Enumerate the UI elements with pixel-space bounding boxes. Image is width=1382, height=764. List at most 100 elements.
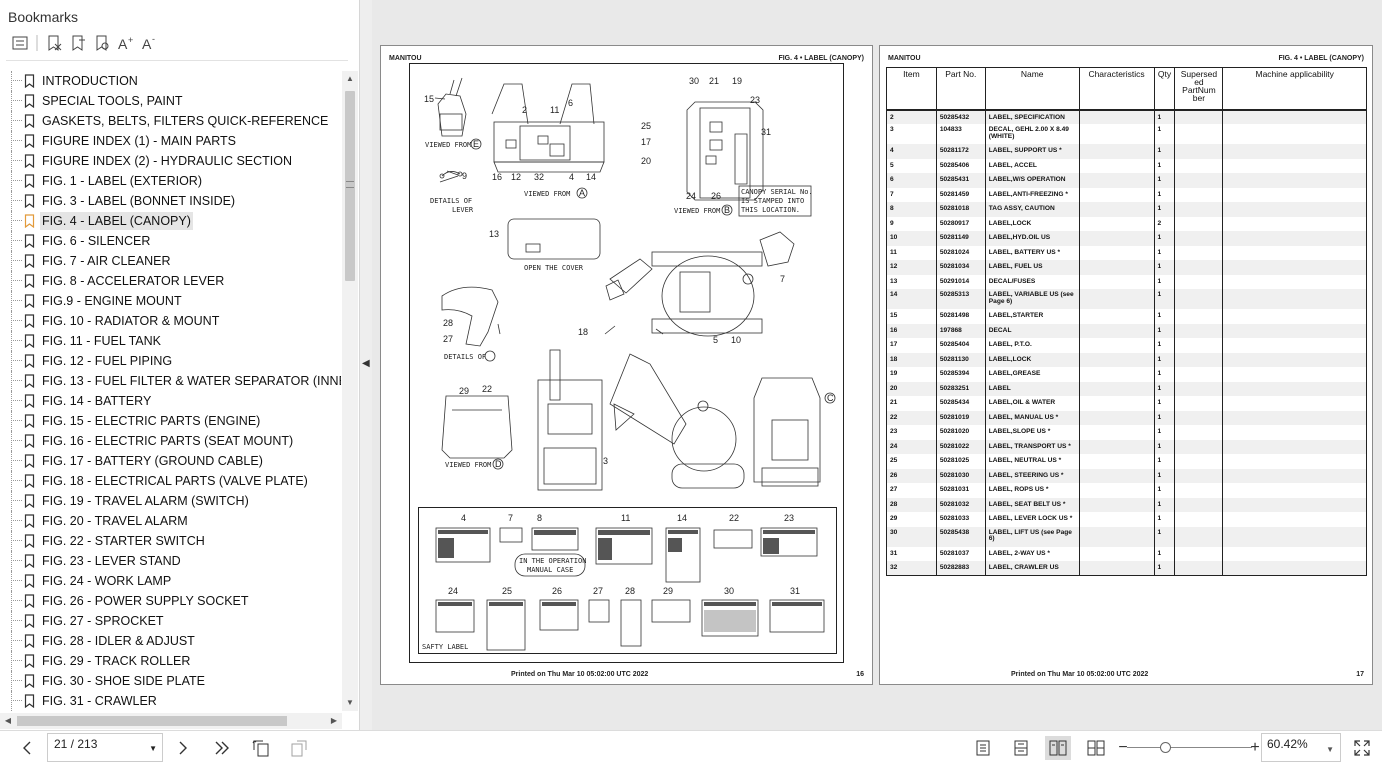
item-cell: 24	[886, 439, 937, 454]
add-bookmark-icon[interactable]	[66, 33, 90, 53]
bookmark-item[interactable]: FIG. 29 - TRACK ROLLER	[0, 651, 341, 671]
applicability-cell	[1222, 439, 1367, 454]
bookmark-item[interactable]: FIG. 1 - LABEL (EXTERIOR)	[0, 171, 341, 191]
bookmark-item[interactable]: SPECIAL TOOLS, PAINT	[0, 91, 341, 111]
bookmark-icon	[24, 194, 35, 213]
collapse-panel-icon[interactable]: ◀	[362, 358, 370, 369]
increase-font-icon[interactable]: A+	[114, 33, 138, 53]
tree-connector	[11, 220, 22, 221]
delete-bookmark-icon[interactable]	[42, 33, 66, 53]
label-number-4: 4	[461, 513, 467, 523]
bookmark-item[interactable]: FIG. 16 - ELECTRIC PARTS (SEAT MOUNT)	[0, 431, 341, 451]
item-cell: 6	[886, 173, 937, 188]
fullscreen-button[interactable]	[1351, 739, 1373, 757]
column-header: Item	[886, 67, 937, 111]
bookmark-item[interactable]: FIG. 15 - ELECTRIC PARTS (ENGINE)	[0, 411, 341, 431]
zoom-out-button[interactable]: −	[1117, 739, 1129, 757]
bookmark-label: FIG. 23 - LEVER STAND	[42, 554, 181, 568]
bookmark-item[interactable]: FIGURE INDEX (1) - MAIN PARTS	[0, 131, 341, 151]
two-page-continuous-icon	[1087, 740, 1105, 756]
applicability-cell	[1222, 173, 1367, 188]
bookmark-item[interactable]: FIG. 26 - POWER SUPPLY SOCKET	[0, 591, 341, 611]
bookmark-item[interactable]: FIG. 6 - SILENCER	[0, 231, 341, 251]
zoom-level-select[interactable]: 60.42% ▼	[1261, 733, 1341, 762]
scroll-right-icon[interactable]: ▶	[330, 716, 338, 725]
bookmark-item[interactable]: FIG. 18 - ELECTRICAL PARTS (VALVE PLATE)	[0, 471, 341, 491]
tree-connector	[11, 180, 22, 181]
bookmark-item[interactable]: FIG. 27 - SPROCKET	[0, 611, 341, 631]
horizontal-scrollbar-thumb[interactable]	[17, 716, 287, 726]
forward-view-button[interactable]	[287, 739, 311, 757]
bookmark-item[interactable]: FIG. 3 - LABEL (BONNET INSIDE)	[0, 191, 341, 211]
bookmark-item[interactable]: FIGURE INDEX (2) - HYDRAULIC SECTION	[0, 151, 341, 171]
scroll-up-icon[interactable]: ▲	[346, 74, 354, 83]
view-letter-c: C	[827, 393, 834, 403]
callout-9: 9	[462, 171, 468, 181]
tree-connector	[11, 140, 22, 141]
name-cell: LABEL, MANUAL US *	[984, 410, 1080, 425]
part-number-cell: 197868	[935, 323, 986, 338]
previous-page-button[interactable]	[15, 739, 39, 757]
bookmark-item[interactable]: FIG. 28 - IDLER & ADJUST	[0, 631, 341, 651]
bookmark-item[interactable]: FIG. 20 - TRAVEL ALARM	[0, 511, 341, 531]
bookmark-item[interactable]: FIG. 13 - FUEL FILTER & WATER SEPARATOR …	[0, 371, 341, 391]
scroll-left-icon[interactable]: ◀	[4, 716, 12, 725]
part-number-cell: 50280917	[935, 216, 986, 231]
continuous-view-button[interactable]	[1008, 736, 1034, 760]
qty-cell: 1	[1153, 396, 1176, 411]
chevron-down-icon[interactable]: ▼	[149, 744, 157, 753]
single-page-view-button[interactable]	[970, 736, 996, 760]
bookmark-item[interactable]: FIG. 23 - LEVER STAND	[0, 551, 341, 571]
qty-cell: 1	[1153, 309, 1176, 324]
bookmark-item[interactable]: FIG. 4 - LABEL (CANOPY)	[0, 211, 341, 231]
back-view-button[interactable]	[249, 739, 273, 757]
bookmark-item[interactable]: FIG. 19 - TRAVEL ALARM (SWITCH)	[0, 491, 341, 511]
bookmark-item[interactable]: FIG. 17 - BATTERY (GROUND CABLE)	[0, 451, 341, 471]
bookmark-item[interactable]: GASKETS, BELTS, FILTERS QUICK-REFERENCE	[0, 111, 341, 131]
zoom-slider-handle[interactable]	[1160, 742, 1171, 753]
bookmark-horizontal-scrollbar[interactable]: ◀ ▶	[0, 713, 342, 729]
tree-connector	[11, 240, 22, 241]
scroll-down-icon[interactable]: ▼	[346, 698, 354, 707]
two-page-view-button[interactable]	[1045, 736, 1071, 760]
last-page-button[interactable]	[208, 739, 236, 757]
name-cell: LABEL, STEERING US *	[984, 468, 1080, 483]
bookmark-item[interactable]: FIG. 30 - SHOE SIDE PLATE	[0, 671, 341, 691]
part-number-cell: 50281172	[935, 144, 986, 159]
bookmark-item[interactable]: FIG. 10 - RADIATOR & MOUNT	[0, 311, 341, 331]
serial-note-line-2: IS STAMPED INTO	[741, 197, 805, 205]
bookmark-item[interactable]: FIG. 24 - WORK LAMP	[0, 571, 341, 591]
bookmark-item[interactable]: FIG. 7 - AIR CLEANER	[0, 251, 341, 271]
tree-connector	[11, 700, 22, 701]
name-cell: TAG ASSY, CAUTION	[984, 202, 1080, 217]
tree-line	[11, 591, 12, 611]
scrollbar-thumb[interactable]	[345, 91, 355, 281]
bookmark-properties-icon[interactable]	[90, 33, 114, 53]
bookmark-vertical-scrollbar[interactable]: ▲ ▼	[342, 71, 358, 711]
qty-cell: 1	[1153, 144, 1176, 159]
bookmark-item[interactable]: FIG. 11 - FUEL TANK	[0, 331, 341, 351]
tree-connector	[11, 440, 22, 441]
panel-splitter[interactable]: ◀	[360, 0, 372, 730]
next-page-button[interactable]	[172, 739, 194, 757]
superseded-cell	[1174, 352, 1224, 367]
bookmark-item[interactable]: FIG. 22 - STARTER SWITCH	[0, 531, 341, 551]
decrease-font-icon[interactable]: A-	[138, 33, 162, 53]
bookmark-item[interactable]: FIG. 8 - ACCELERATOR LEVER	[0, 271, 341, 291]
page-number: 17	[1356, 671, 1364, 678]
bookmark-item[interactable]: FIG.9 - ENGINE MOUNT	[0, 291, 341, 311]
expand-all-icon[interactable]	[8, 33, 32, 53]
bookmark-item[interactable]: FIG. 14 - BATTERY	[0, 391, 341, 411]
qty-cell: 1	[1153, 173, 1176, 188]
part-number-cell: 50281498	[935, 309, 986, 324]
superseded-cell	[1174, 526, 1224, 547]
two-page-continuous-button[interactable]	[1083, 736, 1109, 760]
page-number-input[interactable]: 21 / 213 ▼	[47, 733, 163, 762]
superseded-cell	[1174, 410, 1224, 425]
chevron-down-icon[interactable]: ▼	[1326, 745, 1334, 754]
bookmark-item[interactable]: FIG. 12 - FUEL PIPING	[0, 351, 341, 371]
bookmark-item[interactable]: FIG. 31 - CRAWLER	[0, 691, 341, 711]
bookmark-item[interactable]: INTRODUCTION	[0, 71, 341, 91]
zoom-slider-track[interactable]	[1127, 747, 1252, 748]
zoom-in-button[interactable]: +	[1249, 739, 1261, 757]
